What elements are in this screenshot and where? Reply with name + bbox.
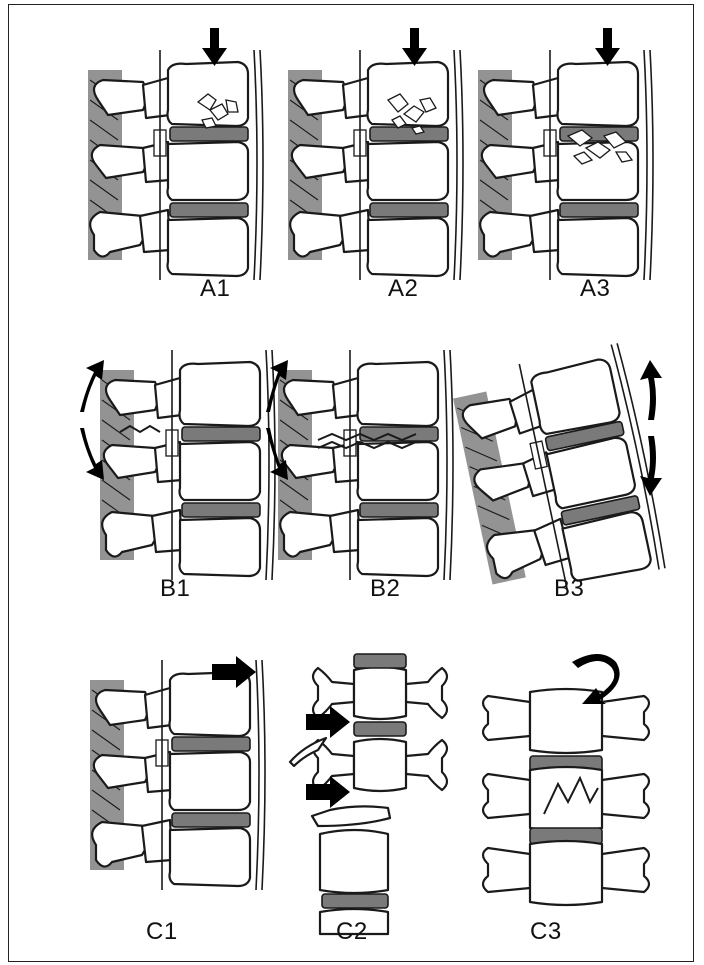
panel-label-b3: B3 xyxy=(554,575,584,603)
panel-label-b1: B1 xyxy=(160,575,190,603)
load-arrow-a3 xyxy=(595,28,620,66)
panel-c3-illustration xyxy=(483,689,649,905)
panel-label-a1: A1 xyxy=(200,275,230,303)
panel-a3-illustration xyxy=(478,50,653,280)
panel-b3-illustration xyxy=(449,343,668,604)
distraction-arrows-b3 xyxy=(640,360,662,496)
panel-label-a2: A2 xyxy=(388,275,418,303)
panel-label-c3: C3 xyxy=(530,918,562,946)
panel-label-b2: B2 xyxy=(370,575,400,603)
panel-a1-illustration xyxy=(88,50,263,280)
panel-c1-illustration xyxy=(90,660,265,890)
panel-label-c2: C2 xyxy=(336,918,368,946)
load-arrow-a1 xyxy=(202,28,227,66)
panel-b2-illustration xyxy=(278,350,453,580)
panel-label-a3: A3 xyxy=(580,275,610,303)
panel-a2-illustration xyxy=(288,50,463,280)
panel-b1-illustration xyxy=(100,350,275,580)
panel-label-c1: C1 xyxy=(146,918,178,946)
load-arrow-a2 xyxy=(402,28,427,66)
